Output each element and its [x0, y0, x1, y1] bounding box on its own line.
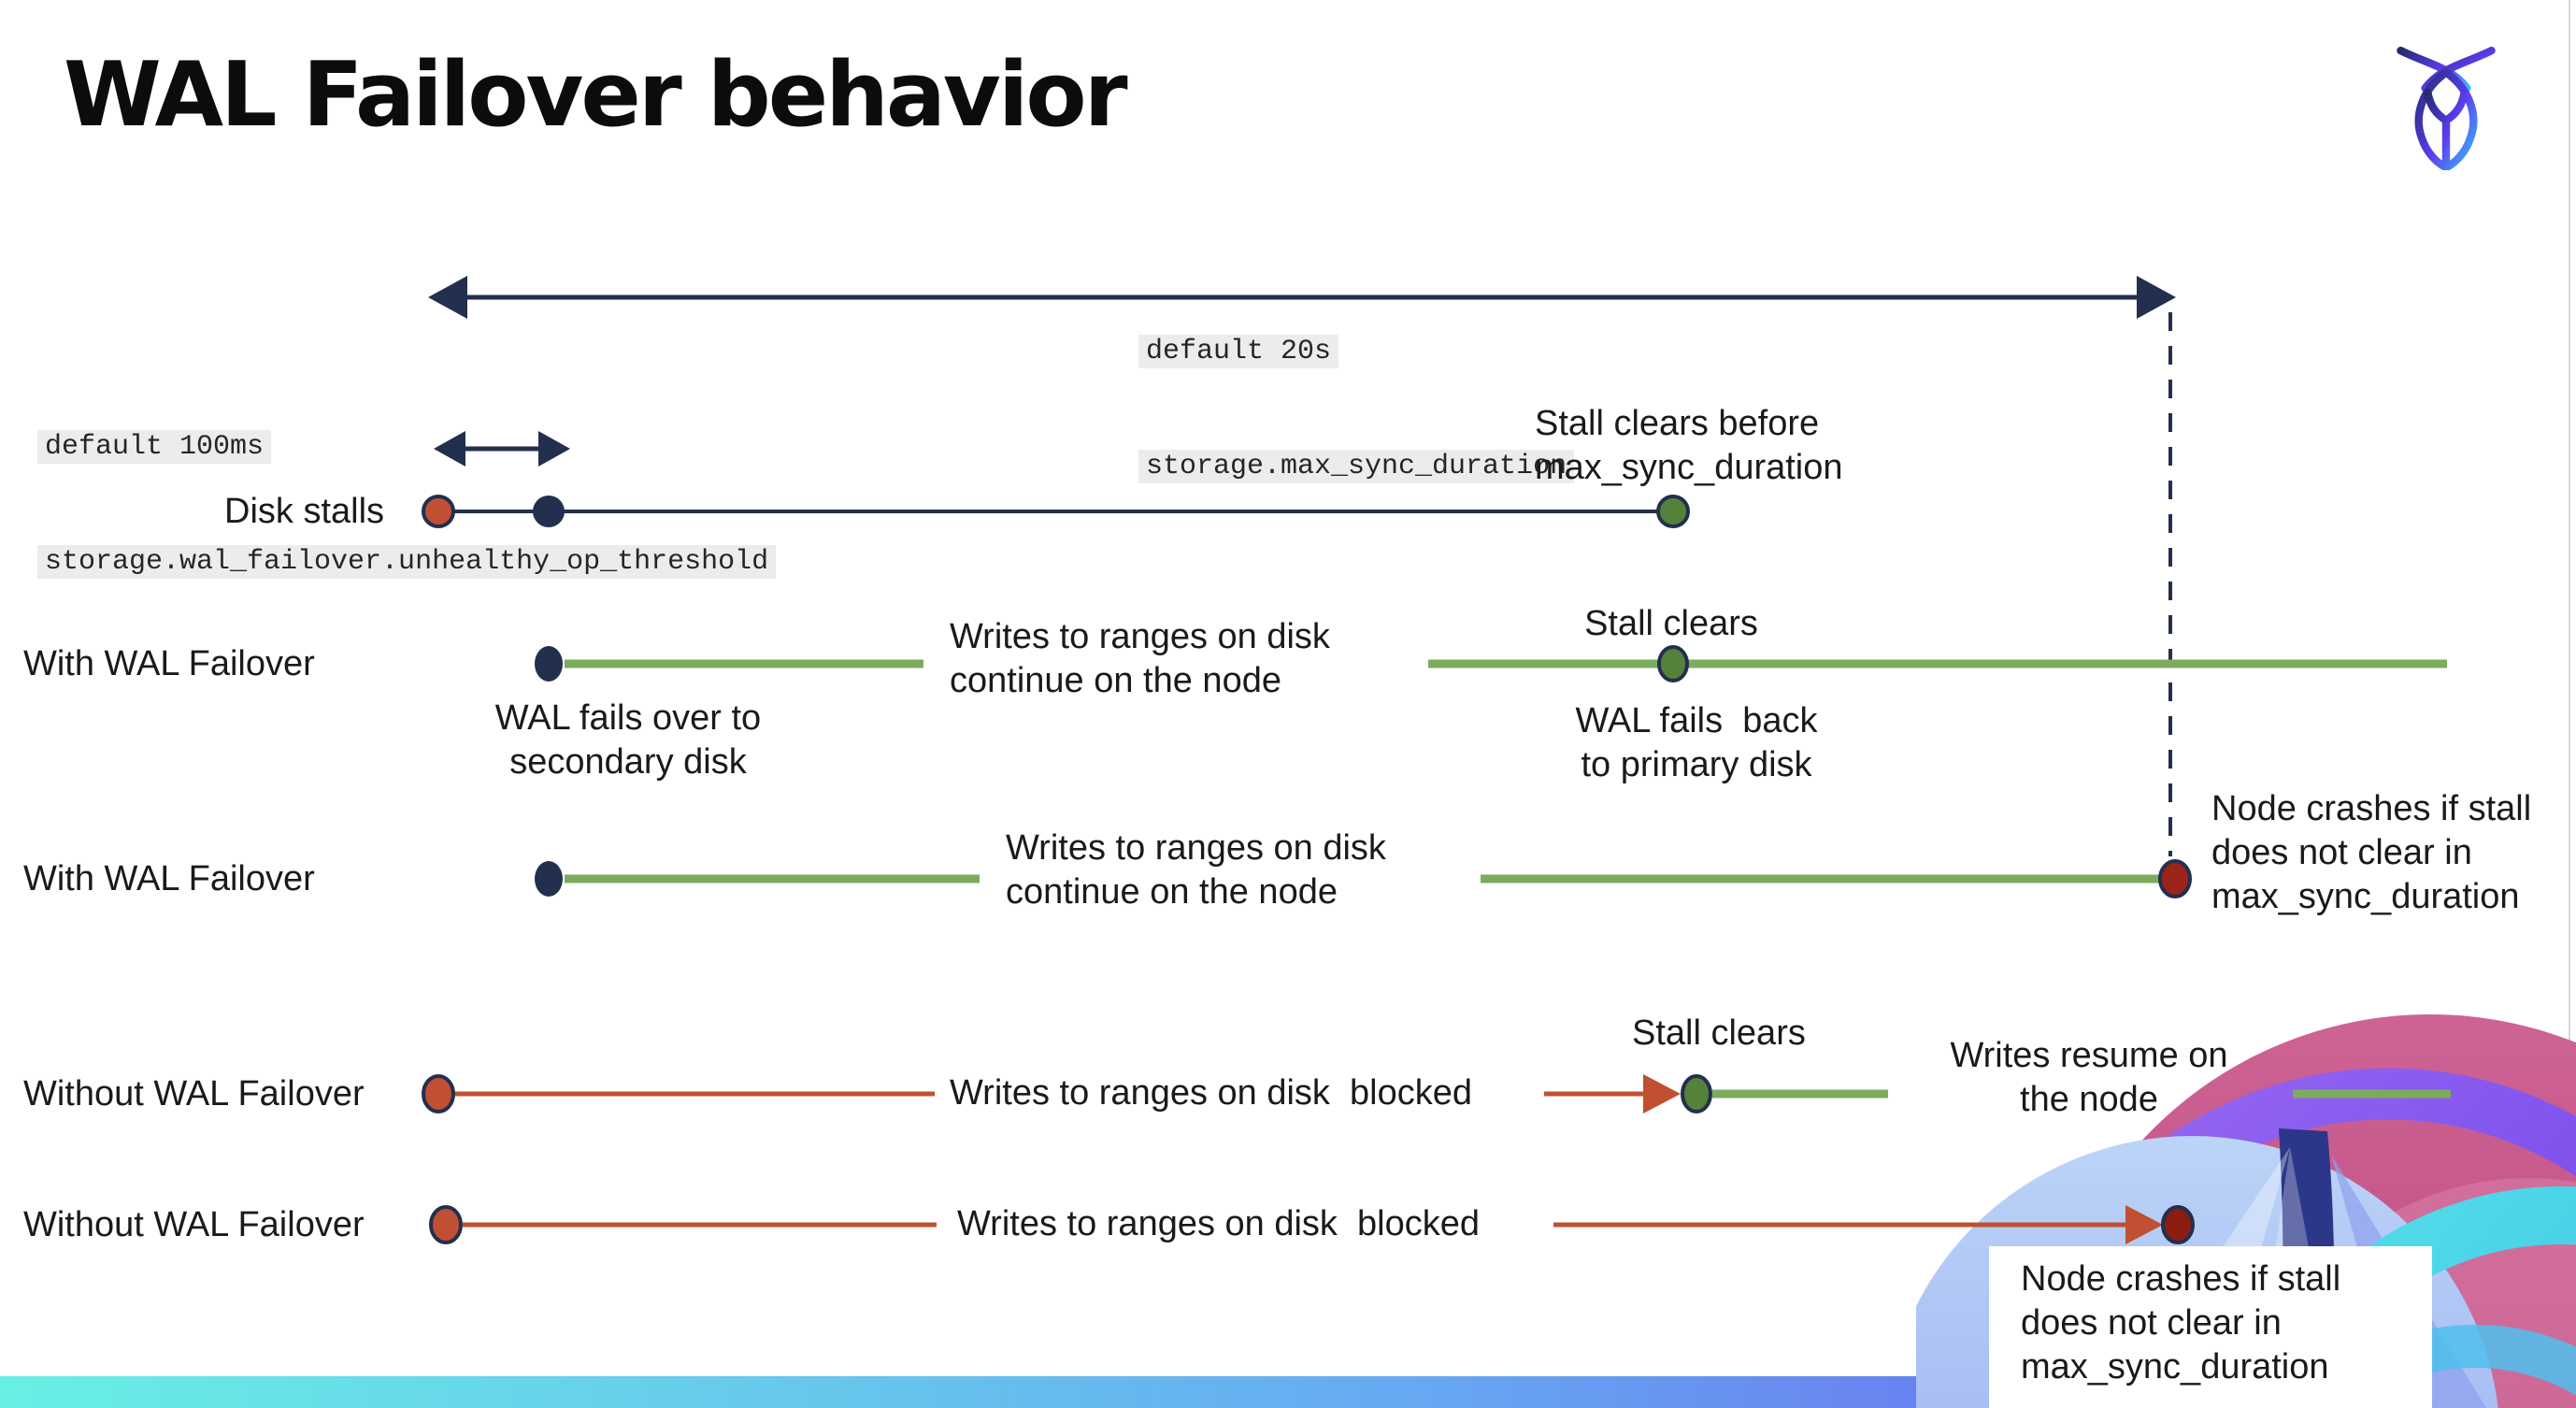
max-sync-duration-span-arrow: [428, 276, 2176, 319]
annotation-writes-blocked-2: Writes to ranges on disk blocked: [957, 1204, 1481, 1243]
max-sync-duration-setting-label: default 20s storage.max_sync_duration: [1138, 256, 1575, 563]
slide-right-edge: [2569, 0, 2570, 1408]
annotation-node-crashes-without: Node crashes if stall does not clear in …: [2021, 1259, 2341, 1386]
row-label-disk-stalls: Disk stalls: [224, 492, 385, 531]
failover-dot: [535, 861, 563, 897]
failover-threshold-dot: [533, 496, 565, 527]
setting-default-value: default 20s: [1138, 335, 1339, 368]
annotation-writes-resume: Writes resume on the node: [1950, 1036, 2228, 1119]
unhealthy-op-threshold-span-arrow: [434, 431, 570, 467]
stall-clears-dot: [1657, 645, 1689, 682]
timeline-with-wal-failover-crashes: [535, 859, 2192, 898]
setting-default-value: default 100ms: [37, 430, 272, 464]
stall-clears-dot: [1681, 1074, 1712, 1113]
row-label-with-wal-failover-2: With WAL Failover: [23, 859, 315, 898]
annotation-stall-clears-1: Stall clears: [1584, 604, 1758, 643]
blocked-arrowhead: [1643, 1074, 1681, 1113]
disk-stall-start-dot: [429, 1205, 463, 1244]
art-cyan-inner-arch: [2293, 1325, 2576, 1408]
row-label-with-wal-failover-1: With WAL Failover: [23, 644, 315, 683]
art-cyan-arch: [2244, 1186, 2576, 1408]
blocked-arrowhead: [2125, 1205, 2163, 1244]
setting-name: storage.max_sync_duration: [1138, 450, 1575, 483]
row-label-without-wal-failover-2: Without WAL Failover: [23, 1205, 365, 1244]
unhealthy-op-threshold-setting-label: default 100ms storage.wal_failover.unhea…: [37, 352, 777, 658]
disk-stall-start-dot: [422, 495, 455, 528]
node-crash-dot: [2158, 859, 2192, 898]
annotation-wal-fails-back: WAL fails back to primary disk: [1575, 701, 1818, 784]
timeline-without-wal-failover-crashes: [429, 1205, 2195, 1244]
annotation-writes-continue-1: Writes to ranges on disk continue on the…: [950, 617, 1330, 700]
disk-stall-start-dot: [422, 1074, 455, 1113]
node-crash-dot: [2161, 1205, 2195, 1244]
annotation-writes-blocked-1: Writes to ranges on disk blocked: [950, 1073, 1473, 1113]
failover-dot: [535, 646, 563, 682]
setting-name: storage.wal_failover.unhealthy_op_thresh…: [37, 545, 777, 579]
page-title: WAL Failover behavior: [64, 44, 1128, 147]
node-crashes-callout-box: Node crashes if stall does not clear in …: [1989, 1246, 2432, 1408]
annotation-stall-clears-2: Stall clears: [1632, 1013, 1806, 1053]
timeline-with-wal-failover-clears: [535, 645, 2447, 682]
annotation-writes-continue-2: Writes to ranges on disk continue on the…: [1006, 828, 1386, 912]
timeline-without-wal-failover-clears: [422, 1074, 2451, 1113]
annotation-node-crashes-with: Node crashes if stall does not clear in …: [2211, 789, 2532, 916]
annotation-stall-clears-before: Stall clears before max_sync_duration: [1535, 404, 1843, 487]
stall-clears-dot: [1656, 495, 1690, 528]
cockroach-labs-logo-icon: [2397, 46, 2496, 170]
row-label-without-wal-failover-1: Without WAL Failover: [23, 1074, 365, 1113]
annotation-wal-fails-over: WAL fails over to secondary disk: [494, 698, 762, 782]
timeline-disk-stalls: [422, 495, 1690, 528]
